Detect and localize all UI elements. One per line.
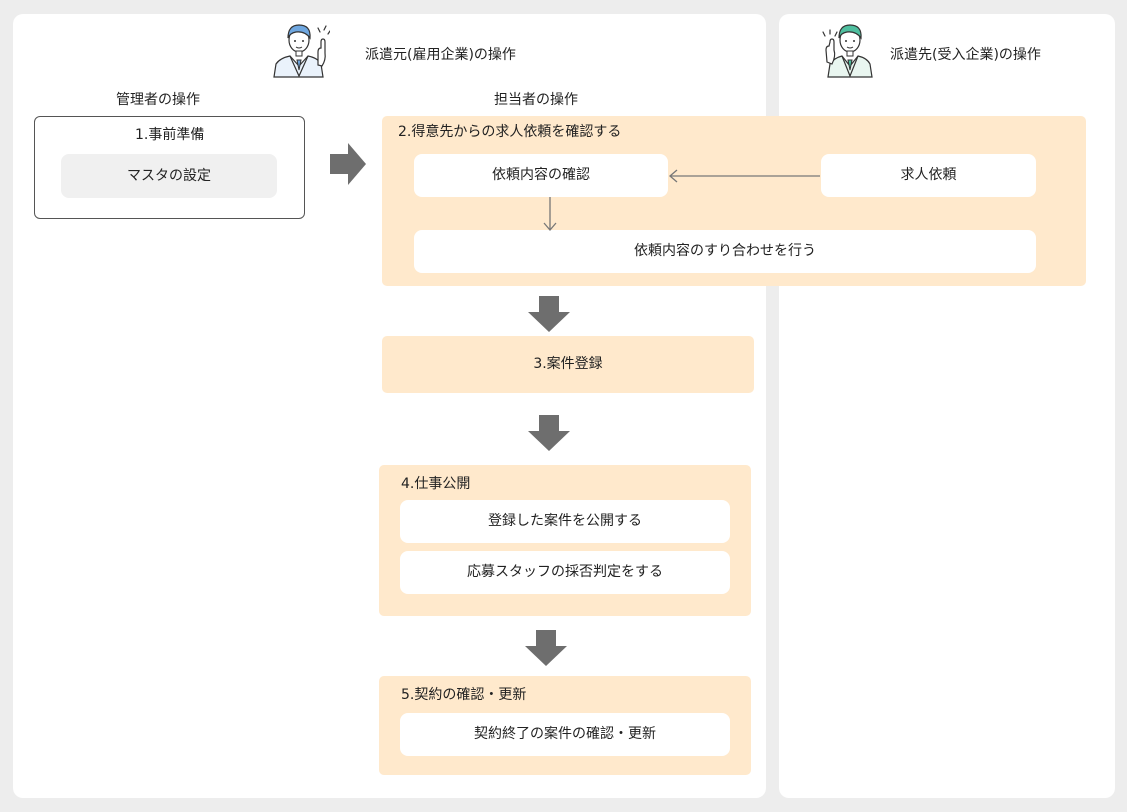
step3-box: 3.案件登録 xyxy=(382,336,754,393)
master-settings-item: マスタの設定 xyxy=(61,154,277,198)
down-arrow-icon xyxy=(525,630,567,666)
screening-item-box: 応募スタッフの採否判定をする xyxy=(400,551,730,594)
businessman-waving-icon xyxy=(822,24,873,78)
step1-title: 1.事前準備 xyxy=(135,127,205,143)
admin-heading: 管理者の操作 xyxy=(116,92,200,108)
job-request-box: 求人依頼 xyxy=(821,154,1036,197)
contract-renewal-item-box: 契約終了の案件の確認・更新 xyxy=(400,713,730,756)
step4-title: 4.仕事公開 xyxy=(401,476,471,492)
dispatcher-title: 派遣元(雇用企業)の操作 xyxy=(365,47,516,63)
request-check-box: 依頼内容の確認 xyxy=(414,154,668,197)
step2-title: 2.得意先からの求人依頼を確認する xyxy=(398,124,622,140)
publish-item-box: 登録した案件を公開する xyxy=(400,500,730,543)
businessman-pointing-icon xyxy=(273,24,330,78)
staff-heading: 担当者の操作 xyxy=(494,92,578,108)
left-thin-arrow-icon xyxy=(669,169,820,183)
down-thin-arrow-icon xyxy=(543,197,557,231)
down-arrow-icon xyxy=(528,415,570,451)
down-arrow-icon xyxy=(528,296,570,332)
right-arrow-icon xyxy=(330,143,366,185)
step5-title: 5.契約の確認・更新 xyxy=(401,687,527,703)
request-adjust-box: 依頼内容のすり合わせを行う xyxy=(414,230,1036,273)
client-title: 派遣先(受入企業)の操作 xyxy=(890,47,1041,63)
